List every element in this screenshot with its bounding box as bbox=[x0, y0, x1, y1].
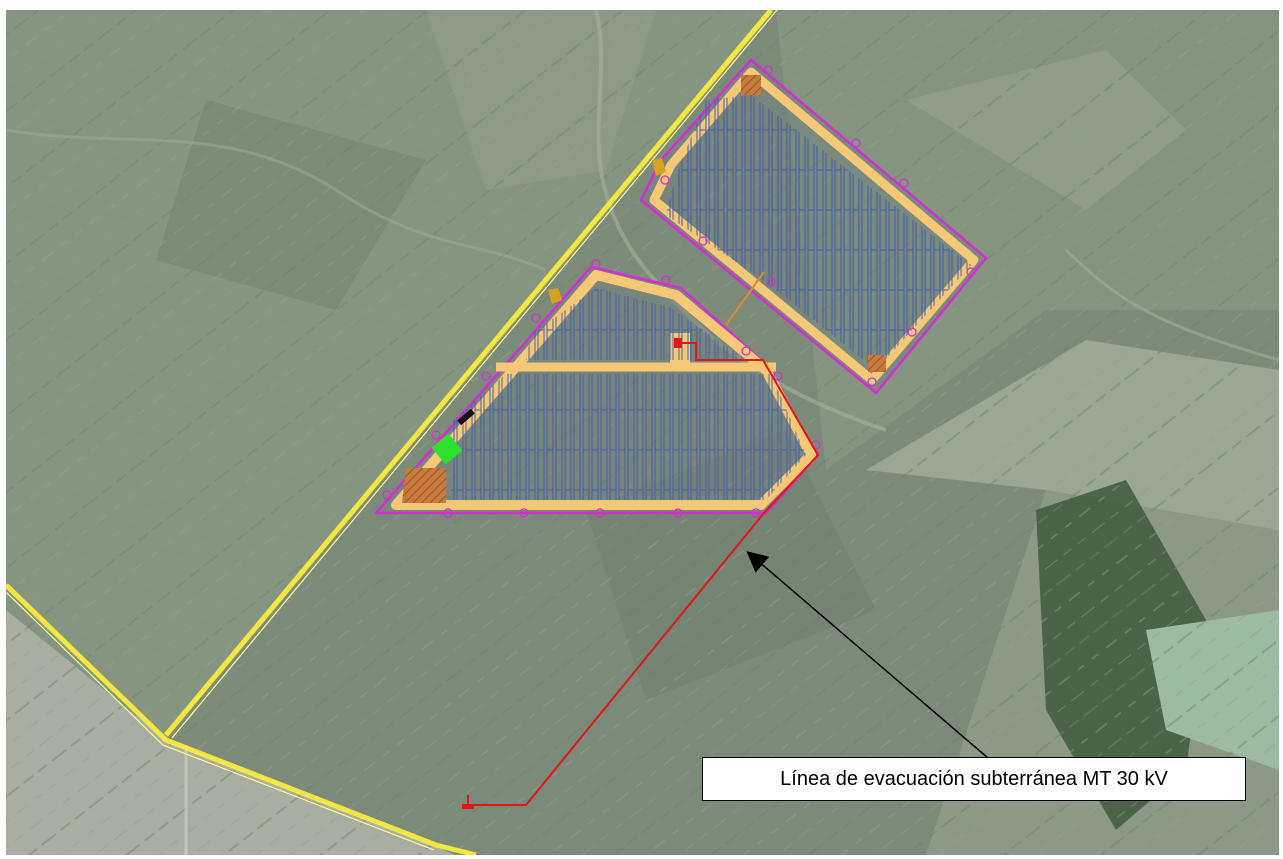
site-plan-svg bbox=[6, 10, 1279, 855]
solar-array-southwest-south bbox=[451, 374, 806, 500]
evacuation-line[interactable] bbox=[462, 338, 820, 809]
storage-area-northeast bbox=[741, 75, 761, 95]
internal-road-northeast bbox=[649, 67, 979, 385]
access-gate-icon-southwest[interactable] bbox=[548, 288, 562, 304]
terrain-layer bbox=[6, 10, 1279, 855]
solar-array-northeast bbox=[666, 95, 971, 370]
storage-area-northeast-south bbox=[868, 355, 886, 372]
evacuation-line-label: Línea de evacuación subterránea MT 30 kV bbox=[702, 757, 1246, 801]
parcel-boundary-west bbox=[6, 583, 477, 855]
parcel-boundary-diagonal bbox=[164, 10, 773, 737]
substation-icon[interactable] bbox=[431, 433, 463, 465]
plant-block-southwest[interactable] bbox=[373, 265, 820, 515]
plant-block-northeast[interactable] bbox=[639, 58, 988, 395]
storage-area-southwest bbox=[402, 468, 446, 503]
parcel-boundary-west-inner bbox=[6, 591, 435, 851]
access-gate-icon[interactable] bbox=[652, 158, 666, 176]
transformer-icon[interactable] bbox=[457, 408, 475, 426]
internal-link-line bbox=[725, 271, 765, 326]
fence-markers bbox=[382, 65, 976, 518]
aerial-map[interactable] bbox=[6, 10, 1279, 855]
callout-arrow bbox=[746, 551, 989, 759]
parcel-boundary-diagonal-inner bbox=[171, 10, 778, 739]
parcel-boundaries bbox=[6, 10, 778, 855]
